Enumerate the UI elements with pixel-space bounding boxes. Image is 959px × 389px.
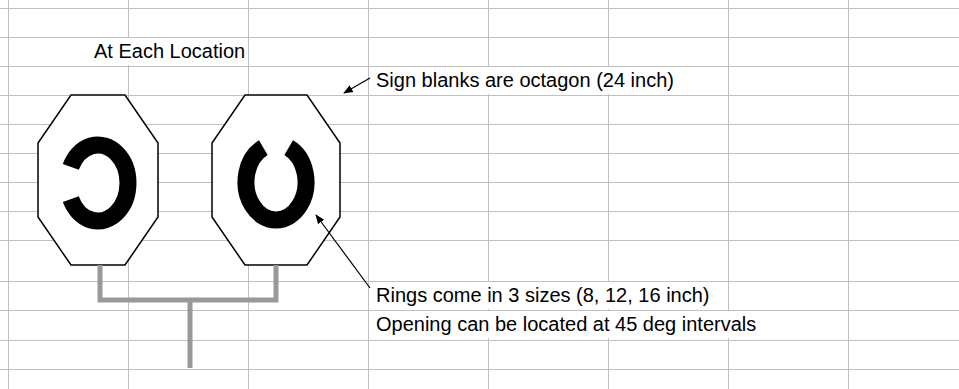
ring-symbol xyxy=(246,148,306,220)
leader-line xyxy=(344,78,370,93)
note-label: Rings come in 3 sizes (8, 12, 16 inch) xyxy=(374,282,712,309)
leader-line xyxy=(316,215,370,288)
post-bracket xyxy=(100,265,276,368)
octagon-sign xyxy=(212,95,340,265)
ring-symbol xyxy=(71,145,128,221)
octagon-sign xyxy=(38,95,158,265)
note-label: Opening can be located at 45 deg interva… xyxy=(374,311,758,338)
note-label: Sign blanks are octagon (24 inch) xyxy=(374,67,676,94)
heading: At Each Location xyxy=(92,38,247,65)
